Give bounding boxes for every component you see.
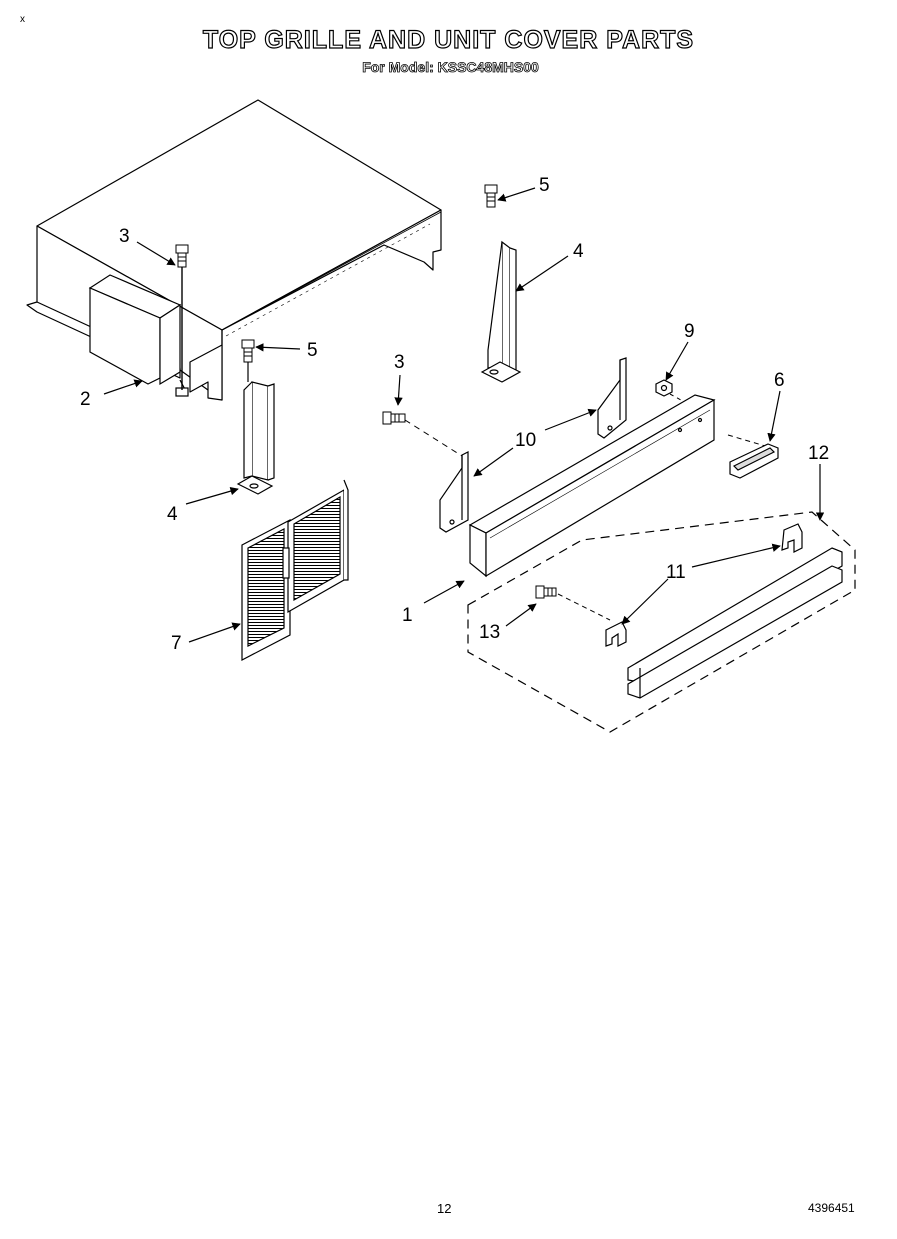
- leader-10b: [544, 408, 597, 431]
- leader-11a: [691, 543, 781, 568]
- page-title: TOP GRILLE AND UNIT COVER PARTS: [202, 25, 695, 54]
- callout-11: 11: [666, 562, 686, 583]
- callout-12: 12: [808, 443, 829, 464]
- leader-lines: [103, 187, 825, 643]
- callout-1: 1: [402, 605, 413, 626]
- callout-5b: 5: [307, 340, 318, 361]
- kit-12-outline: [467, 511, 856, 733]
- front-trim-1: [468, 394, 716, 578]
- callout-7: 7: [171, 633, 182, 654]
- page-number: 12: [437, 1201, 452, 1216]
- callout-9: 9: [684, 321, 695, 342]
- leader-3a: [136, 241, 176, 266]
- screw-3-right: [382, 411, 406, 425]
- screw-3-right-path: [404, 419, 463, 457]
- leader-4b: [515, 255, 569, 292]
- control-box: [88, 274, 189, 397]
- callout-3b: 3: [394, 352, 405, 373]
- callout-labels: 1 2 3 3 4 4 5 5 6 7 9 10 11 12 13: [80, 175, 829, 654]
- callout-6: 6: [774, 370, 785, 391]
- callout-3a: 3: [119, 226, 130, 247]
- screw-5-top: [484, 184, 498, 208]
- callout-5a: 5: [539, 175, 550, 196]
- bracket-10-left: [439, 451, 469, 533]
- document-number: 4396451: [808, 1201, 855, 1215]
- leader-3b: [394, 374, 403, 406]
- bracket-10-right: [597, 357, 627, 439]
- leader-9: [665, 341, 689, 381]
- page-subtitle: For Model: KSSC48MHS00: [362, 59, 539, 76]
- corner-mark: x: [20, 14, 25, 25]
- nut-9: [655, 379, 673, 397]
- leader-10a: [473, 447, 514, 477]
- rail-assembly: [627, 547, 843, 699]
- leader-13: [505, 603, 537, 627]
- grille: [241, 479, 349, 661]
- handle-6: [729, 443, 779, 479]
- bracket-4-right: [480, 240, 522, 383]
- leader-1: [423, 580, 465, 604]
- unit-cover-front-lip: [189, 330, 223, 401]
- leader-2: [103, 379, 143, 395]
- leader-4a: [185, 487, 239, 505]
- leader-5b: [255, 343, 301, 352]
- callout-13: 13: [479, 622, 500, 643]
- clip-11-bottom: [605, 621, 627, 647]
- bracket-4-left: [236, 381, 275, 495]
- leader-5a: [497, 187, 536, 202]
- screw-5-left: [241, 339, 255, 382]
- callout-10: 10: [515, 430, 536, 451]
- callout-4b: 4: [573, 241, 584, 262]
- unit-cover: [26, 99, 442, 401]
- leader-11b: [621, 578, 669, 625]
- leader-6: [767, 390, 781, 442]
- clip-11-top: [781, 523, 803, 553]
- callout-4a: 4: [167, 504, 178, 525]
- unit-cover-front: [221, 209, 442, 331]
- screw-13: [535, 585, 557, 599]
- leader-7: [188, 622, 241, 643]
- screw-3-top: [175, 244, 189, 390]
- callout-2: 2: [80, 389, 91, 410]
